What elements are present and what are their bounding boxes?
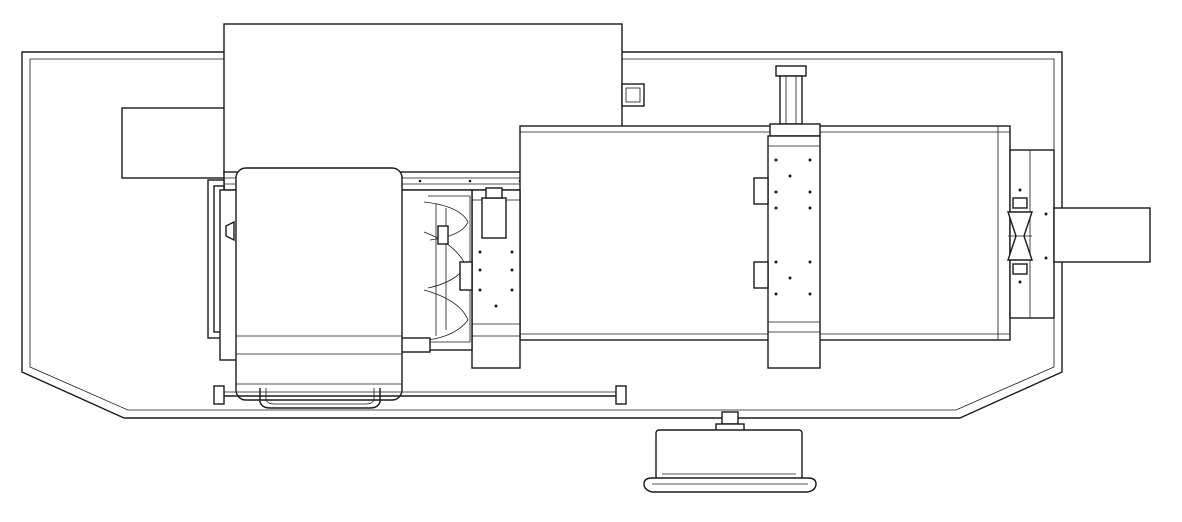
- clamp-carriage-right: [753, 135, 821, 369]
- clamp-carriage-middle: [471, 187, 521, 369]
- end-bracket: [1009, 149, 1151, 319]
- operator-head: [207, 167, 403, 401]
- cylinder-actuator: [769, 65, 821, 137]
- main-bed: [519, 125, 1011, 341]
- enclosure-base: [21, 51, 1063, 419]
- handle-bar: [213, 385, 627, 409]
- control-box: [643, 411, 817, 493]
- roller-wheel: [1007, 188, 1048, 284]
- chuck-mechanism: [399, 189, 473, 353]
- rear-block: [121, 107, 227, 179]
